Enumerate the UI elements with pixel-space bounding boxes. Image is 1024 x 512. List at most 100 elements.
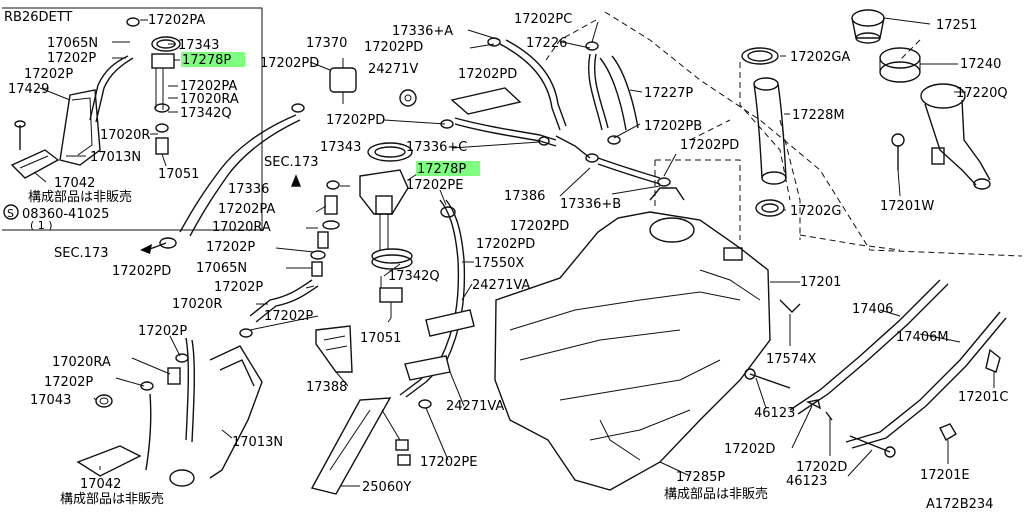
label-17202PE-a: 17202PE [406,178,463,193]
hose-17336 [159,103,305,249]
label-17202P-inset: 17202P [24,67,73,82]
label-17020R-a: 17020R [100,128,150,143]
label-17201C: 17201C [958,390,1008,405]
label-17342Q-b: 17342Q [388,269,440,284]
label-17343-b: 17343 [320,140,361,155]
label-17228M: 17228M [792,108,845,123]
label-24271V: 24271V [368,62,418,77]
label-17020RA-a: 17020RA [180,92,239,107]
label-17202P-f: 17202P [44,375,93,390]
label-24271VA-b: 24271VA [446,399,504,414]
label-17013N-b: 17013N [232,435,283,450]
tank-straps [744,279,1007,458]
engine-label: RB26DETT [4,10,72,25]
label-17202D-b: 17202D [796,460,847,475]
reference-dash-lines [545,11,1023,257]
fuel-tank-17201 [494,187,771,491]
label-17386: 17386 [504,189,545,204]
label-17202PD-f: 17202PD [680,138,739,153]
label-25060Y: 25060Y [362,480,411,495]
filler-neck-parts [741,9,991,217]
label-17370: 17370 [306,36,347,51]
screw-qty: ( 1 ) [30,219,53,232]
not-sold-note-a: 構成部品は非販売 [28,189,132,205]
label-17202P-c: 17202P [214,280,263,295]
label-17202PD-c: 17202PD [458,67,517,82]
label-17251: 17251 [936,18,977,33]
label-17227P: 17227P [644,86,693,101]
inset-box [2,7,263,231]
label-17202PD-a: 17202PD [260,56,319,71]
label-17202GA: 17202GA [790,50,850,65]
label-sec173-b: SEC.173 [54,246,109,261]
label-17202PD-e: 17202PD [112,264,171,279]
label-17406M: 17406M [896,330,949,345]
sender-25060Y [310,397,411,495]
label-17278P-a: 17278P [182,53,231,68]
label-17202G: 17202G [790,204,841,219]
label-17336: 17336 [228,182,269,197]
label-17202PD-h: 17202PD [476,237,535,252]
label-17202PD-b: 17202PD [364,40,423,55]
label-17336A: 17336+A [392,24,453,39]
label-17042-b: 17042 [80,477,121,492]
label-17406: 17406 [852,302,893,317]
label-17202PA-a: 17202PA [148,13,205,28]
label-17336B: 17336+B [560,197,621,212]
highlight-17278P-a [181,52,245,67]
label-17202PE-b: 17202PE [420,455,477,470]
label-17042-a: 17042 [54,176,95,191]
label-17051-a: 17051 [158,167,199,182]
label-17278P-b: 17278P [417,162,466,177]
section-arrows [140,174,302,254]
label-17202P-e: 17202P [138,324,187,339]
label-sec173-a: SEC.173 [264,155,319,170]
label-17285P: 17285P [676,470,725,485]
label-17550X: 17550X [474,256,524,271]
pump-hose-parts [239,180,340,338]
label-17336C: 17336+C [406,140,467,155]
part-labels: RB26DETT 17202PA 17065N 17343 17202P 172… [4,10,1008,512]
label-17388: 17388 [306,380,347,395]
main-fuel-pump [359,142,413,318]
screw-symbol: S [7,207,14,220]
label-46123-a: 46123 [754,406,795,421]
label-17051-b: 17051 [360,331,401,346]
label-17202D-a: 17202D [724,442,775,457]
label-17201W: 17201W [880,199,934,214]
label-17202PA-c: 17202PA [218,202,275,217]
label-17020R-b: 17020R [172,297,222,312]
label-17343-a: 17343 [178,38,219,53]
label-17201: 17201 [800,275,841,290]
label-17202PA-b: 17202PA [180,79,237,94]
label-17202PD-d: 17202PD [326,113,385,128]
label-17342Q-a: 17342Q [180,106,232,121]
label-17020RA-b: 17020RA [212,220,271,235]
leader-lines [33,17,995,487]
tube-17550X [399,199,475,409]
label-17202PC: 17202PC [514,12,572,27]
not-sold-note-b: 構成部品は非販売 [664,486,768,502]
label-17043: 17043 [30,393,71,408]
drawing-code: A172B234 [926,497,993,512]
label-17240: 17240 [960,57,1001,72]
label-24271VA-a: 24271VA [472,278,530,293]
label-17226: 17226 [526,36,567,51]
fuel-filter-17370 [329,58,357,104]
label-17202PD-g: 17202PD [510,219,569,234]
label-46123-b: 46123 [786,474,827,489]
bracket-17388 [315,325,353,373]
upper-hoses [399,37,671,187]
label-17202P-b: 17202P [206,240,255,255]
screw-code: 08360-41025 [22,207,109,222]
lower-pump-assembly [76,337,263,487]
label-17013N-a: 17013N [90,150,141,165]
label-17202P-d: 17202P [264,309,313,324]
label-17065N-b: 17065N [196,261,247,276]
label-17020RA-c: 17020RA [52,355,111,370]
label-17574X: 17574X [766,352,816,367]
label-17202P-a: 17202P [47,51,96,66]
not-sold-note-c: 構成部品は非販売 [60,491,164,507]
